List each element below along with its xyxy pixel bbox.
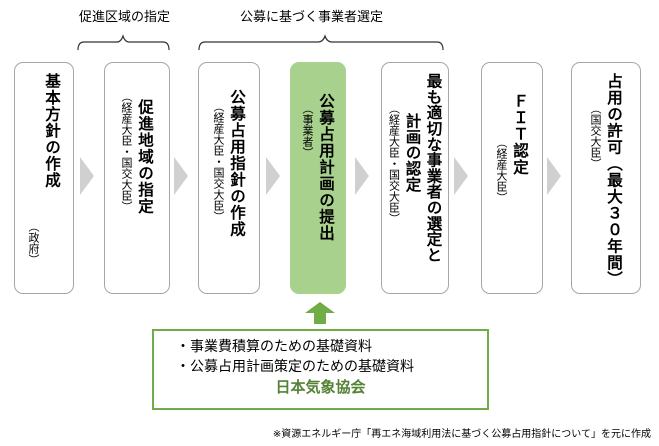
up-arrow-icon	[305, 302, 335, 324]
step-guideline-creation: 公募占用指針の作成 （経産大臣・国交大臣）	[198, 62, 260, 294]
step-title-line-1: 最も適切な事業者の選定と	[424, 73, 443, 263]
chevron-arrow-icon	[454, 157, 468, 195]
section-label-area-designation: 促進区域の指定	[79, 10, 171, 25]
step-actor: （経産大臣・国交大臣）	[212, 101, 225, 222]
step-actor: （事業者）	[301, 103, 314, 158]
step-actor: （経産大臣・国交大臣）	[387, 103, 401, 224]
bracket-area-designation	[77, 34, 170, 51]
step-actor: （政府）	[27, 221, 40, 265]
step-title-line-2: 計画の認定	[403, 113, 422, 192]
step-actor: （国交大臣）	[589, 103, 602, 169]
step-actor: （経産大臣・国交大臣）	[120, 91, 133, 212]
chevron-arrow-icon	[174, 157, 188, 195]
step-basic-policy: 基本方針の作成 （政府）	[14, 62, 74, 294]
step-title: 公募占用計画の提出	[317, 93, 335, 242]
step-title: 促進地域の指定	[136, 99, 154, 215]
step-title: 基本方針の作成	[43, 73, 61, 189]
step-title: 公募占用指針の作成	[228, 89, 246, 238]
chevron-arrow-icon	[80, 157, 94, 195]
step-title: 占用の許可（最大３０年間）	[605, 73, 623, 288]
step-operator-selection: 最も適切な事業者の選定と 計画の認定 （経産大臣・国交大臣）	[381, 62, 449, 294]
section-label-public-selection: 公募に基づく事業者選定	[240, 10, 384, 25]
resource-item: ・事業費積算のための基礎資料	[176, 339, 372, 355]
chevron-arrow-icon	[266, 157, 280, 195]
source-note: ※資源エネルギー庁「再エネ海域利用法に基づく公募占用指針について」を元に作成	[272, 429, 651, 440]
step-plan-submission: 公募占用計画の提出 （事業者）	[290, 62, 346, 294]
chevron-arrow-icon	[355, 157, 369, 195]
step-fit-certification: ＦＩＴ認定 （経産大臣）	[481, 62, 543, 294]
section-brackets	[77, 34, 444, 51]
chevron-arrow-icon	[547, 157, 561, 195]
bracket-public-selection	[198, 34, 444, 51]
step-occupancy-permit: 占用の許可（最大３０年間） （国交大臣）	[571, 62, 641, 294]
organization-name: 日本気象協会	[275, 378, 366, 396]
step-actor: （経産大臣）	[495, 137, 508, 203]
step-area-designation: 促進地域の指定 （経産大臣・国交大臣）	[104, 62, 170, 294]
resource-item: ・公募占用計画策定のための基礎資料	[176, 359, 414, 375]
step-title: ＦＩＴ認定	[511, 93, 529, 176]
resource-box: ・事業費積算のための基礎資料 ・公募占用計画策定のための基礎資料 日本気象協会	[152, 329, 489, 410]
